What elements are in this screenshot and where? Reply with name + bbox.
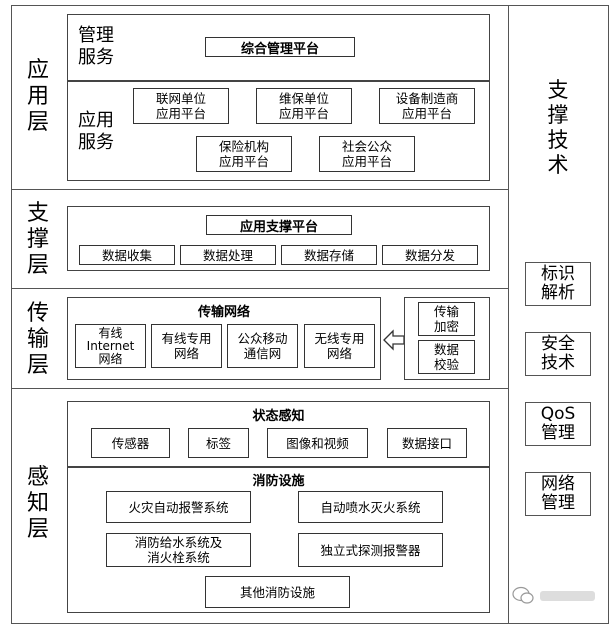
perception-divider xyxy=(67,466,490,468)
divider-transport-perception xyxy=(11,388,508,389)
data-interface: 数据接口 xyxy=(387,428,467,458)
left-arrow-icon xyxy=(383,329,405,351)
app-support-platform: 应用支撑平台 xyxy=(206,215,352,235)
insurance-platform: 保险机构 应用平台 xyxy=(196,136,292,172)
networked-unit-platform: 联网单位 应用平台 xyxy=(133,88,229,124)
other-fire-facilities: 其他消防设施 xyxy=(205,576,350,608)
watermark-blur xyxy=(540,591,595,601)
tag: 标签 xyxy=(188,428,249,458)
wired-internet-network: 有线 Internet 网络 xyxy=(75,324,146,368)
support-tech-title: 支 撑 技 术 xyxy=(547,78,569,177)
sprinkler-system: 自动喷水灭火系统 xyxy=(298,491,443,523)
maintenance-unit-platform: 维保单位 应用平台 xyxy=(256,88,352,124)
wireless-private-network: 无线专用 网络 xyxy=(304,324,375,368)
transmission-encryption: 传输 加密 xyxy=(418,302,475,336)
wechat-logo-icon xyxy=(512,586,534,604)
integrated-management-platform: 综合管理平台 xyxy=(205,37,355,57)
fire-facilities-title: 消防设施 xyxy=(252,474,305,489)
divider-support-transport xyxy=(11,288,508,289)
wired-private-network: 有线专用 网络 xyxy=(151,324,222,368)
data-verification: 数据 校验 xyxy=(418,340,475,374)
data-distribution: 数据分发 xyxy=(382,245,478,265)
support-layer-label: 支 撑 层 xyxy=(26,201,49,278)
watermark-logo xyxy=(512,585,602,607)
security-technology: 安全 技术 xyxy=(525,332,591,376)
management-service-label: 管理 服务 xyxy=(78,25,114,68)
application-service-label: 应用 服务 xyxy=(78,110,114,153)
fire-alarm-system: 火灾自动报警系统 xyxy=(106,491,251,523)
transport-layer-label: 传 输 层 xyxy=(26,301,49,378)
application-layer-label: 应 用 层 xyxy=(26,58,49,135)
public-mobile-network: 公众移动 通信网 xyxy=(227,324,298,368)
manufacturer-platform: 设备制造商 应用平台 xyxy=(379,88,475,124)
data-processing: 数据处理 xyxy=(180,245,276,265)
water-supply-hydrant-system: 消防给水系统及 消火栓系统 xyxy=(106,533,251,567)
data-storage: 数据存储 xyxy=(281,245,377,265)
network-management: 网络 管理 xyxy=(525,472,591,516)
identifier-resolution: 标识 解析 xyxy=(525,262,591,306)
sensor: 传感器 xyxy=(91,428,170,458)
management-divider xyxy=(67,80,490,82)
image-and-video: 图像和视频 xyxy=(267,428,368,458)
transport-network-title: 传输网络 xyxy=(197,305,250,320)
divider-app-support xyxy=(11,189,508,190)
public-platform: 社会公众 应用平台 xyxy=(319,136,415,172)
vertical-divider xyxy=(508,5,509,624)
state-perception-title: 状态感知 xyxy=(252,409,305,424)
independent-detector-alarm: 独立式探测报警器 xyxy=(298,533,443,567)
perception-layer-label: 感 知 层 xyxy=(26,465,49,542)
data-collection: 数据收集 xyxy=(79,245,175,265)
qos-management: QoS 管理 xyxy=(525,402,591,446)
